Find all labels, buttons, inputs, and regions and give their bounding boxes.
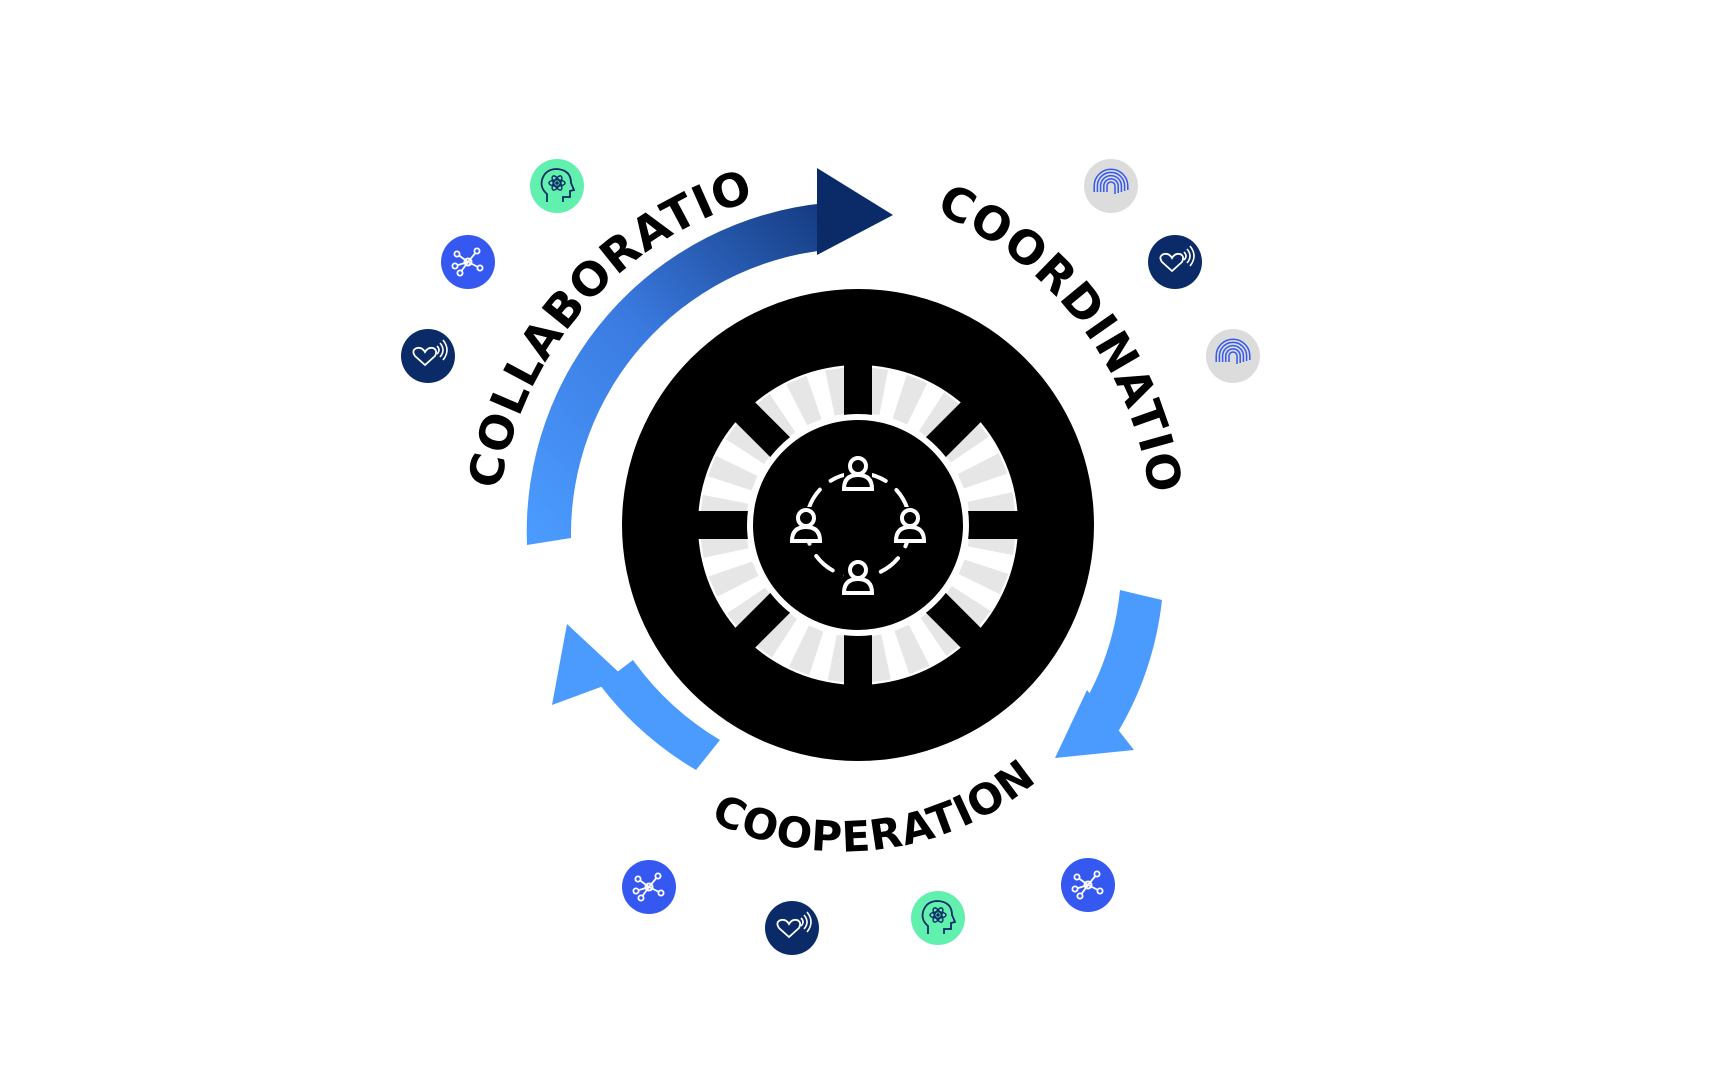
hub-stripe: [727, 587, 775, 631]
brain-atom-icon: [911, 891, 965, 945]
collaboration-arrow: [526, 168, 893, 545]
hub-stripe: [892, 374, 928, 425]
person-icon: [789, 507, 823, 543]
heart-signal-icon: [765, 901, 819, 955]
hub-stripe: [942, 585, 991, 629]
brain-atom-icon: [530, 159, 584, 213]
network-icon: [441, 235, 495, 289]
hub-stripe: [786, 375, 822, 426]
heart-signal-icon: [401, 329, 455, 383]
hub-stripe: [707, 455, 758, 491]
fingerprint-icon: [1206, 329, 1260, 383]
coordination-to-cooperation-arrow: [1055, 590, 1162, 758]
heart-signal-icon: [1148, 235, 1202, 289]
person-icon: [841, 455, 875, 491]
collaboration-label: COLLABORATION: [0, 0, 759, 492]
hub-stripe: [700, 532, 749, 558]
hub-stripe: [752, 394, 796, 442]
person-icon: [841, 559, 875, 595]
hub-stripe: [957, 453, 1008, 489]
hub-stripe: [920, 608, 964, 656]
cooperation-label: COOPERATION: [706, 749, 1044, 861]
hub-stripe: [865, 634, 891, 683]
network-icon: [1061, 858, 1115, 912]
hub-stripe: [725, 421, 774, 465]
hub-stripe: [708, 561, 759, 597]
hub-stripe: [825, 367, 851, 416]
fingerprint-icon: [1084, 159, 1138, 213]
hub-stripe: [894, 624, 930, 675]
hub-stripe: [918, 392, 962, 441]
hub-stripe: [967, 492, 1016, 518]
person-icon: [893, 507, 927, 543]
hub-stripe: [941, 419, 989, 463]
central-hub: [622, 289, 1094, 761]
people-circle-icon: [789, 455, 927, 595]
hub-stripe: [788, 625, 824, 676]
cooperation-to-collaboration-arrow: [552, 624, 720, 770]
icon-badges: [401, 159, 1260, 955]
hub-stripe: [754, 609, 798, 658]
hub-stripe: [958, 559, 1009, 595]
network-icon: [622, 860, 676, 914]
